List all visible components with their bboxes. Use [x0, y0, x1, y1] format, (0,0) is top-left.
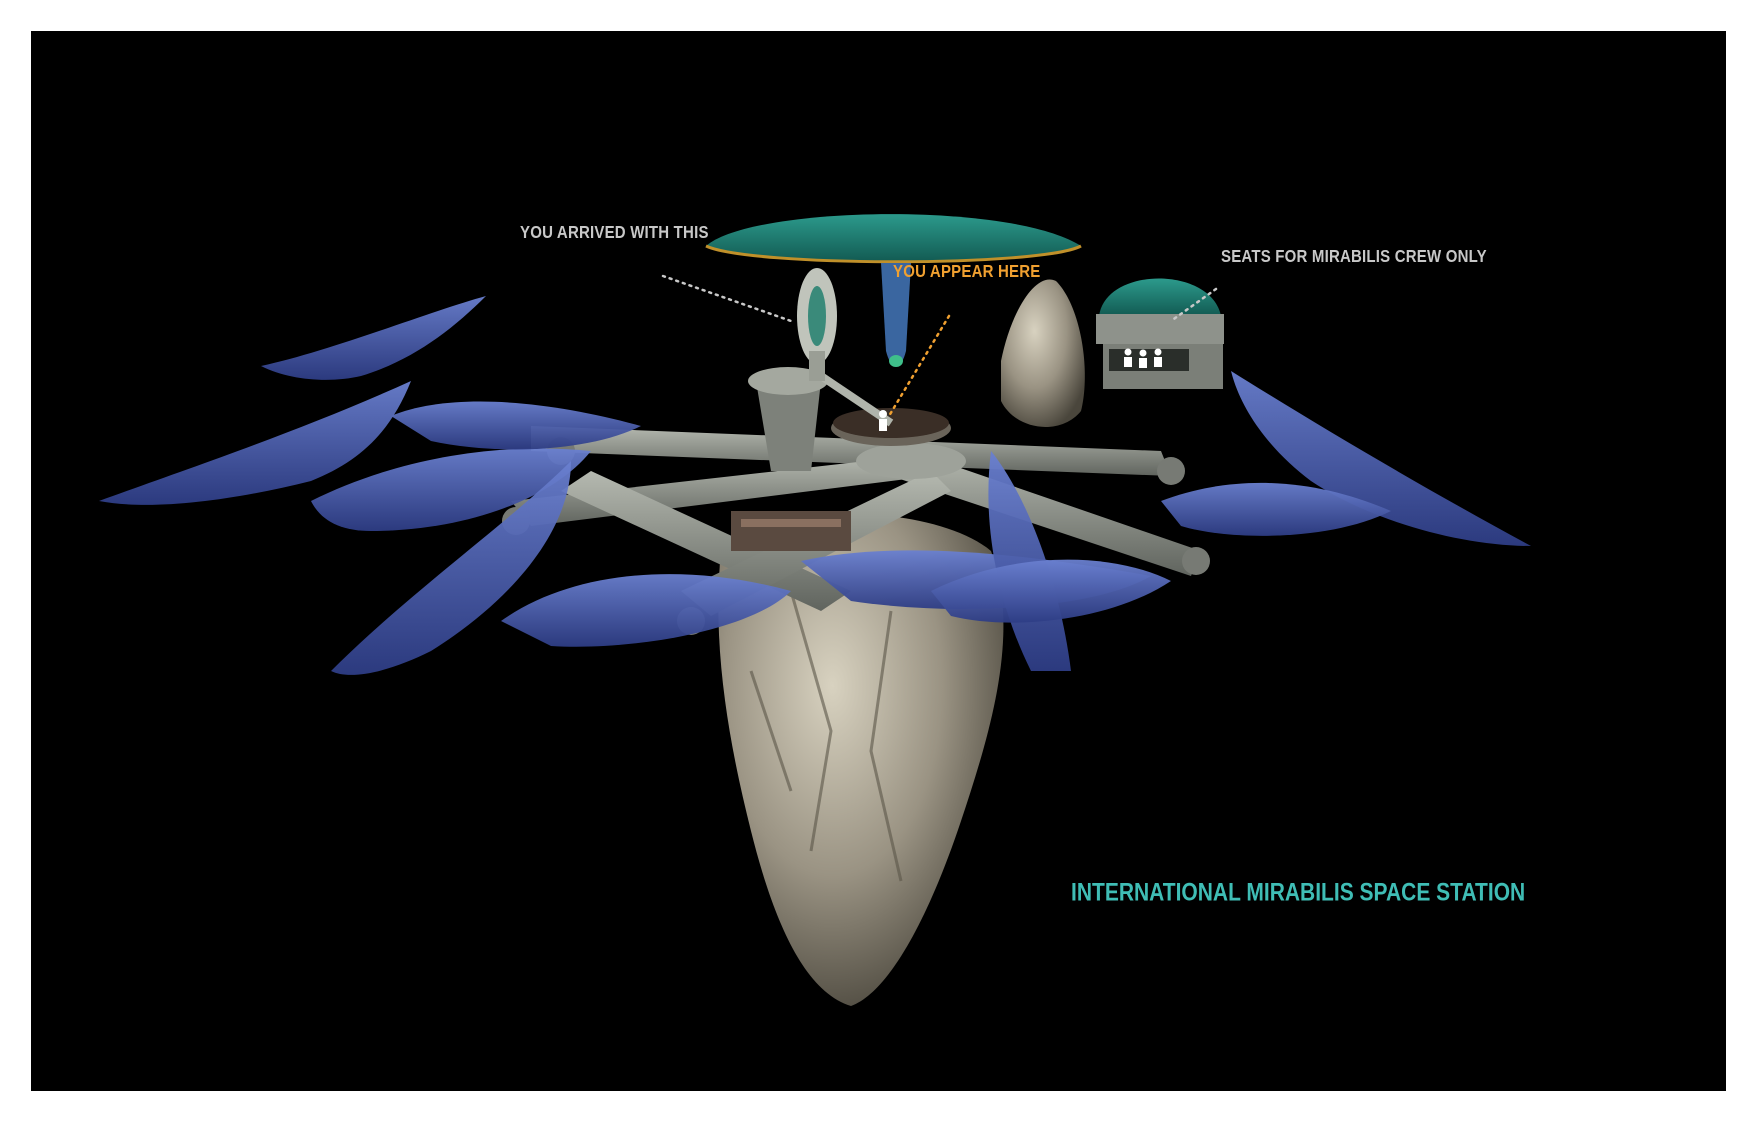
- callout-lines: [661, 274, 1218, 418]
- scene-frame: YOU ARRIVED WITH THIS YOU APPEAR HERE SE…: [31, 31, 1726, 1091]
- pterosaur-shape: [331, 461, 571, 675]
- floating-rock: [718, 513, 1004, 1006]
- arrived-callout-line: [661, 274, 793, 323]
- pterosaur-shape: [501, 574, 791, 647]
- pterosaur-shape: [311, 448, 591, 531]
- person-icon: [879, 410, 887, 431]
- pterosaur-shape: [261, 296, 486, 380]
- portal-device: [797, 268, 837, 381]
- station-title: INTERNATIONAL MIRABILIS SPACE STATION: [1071, 879, 1526, 907]
- station-scene: [99, 214, 1531, 1006]
- arrival-platform: [748, 367, 951, 471]
- pterosaur-shape: [99, 381, 411, 505]
- seats-callout-line: [1169, 287, 1218, 323]
- crew-dome: [1096, 278, 1224, 389]
- crew-seat-icons: [1124, 348, 1162, 368]
- seats-label: SEATS FOR MIRABILIS CREW ONLY: [1221, 247, 1487, 267]
- small-rock: [1001, 279, 1085, 428]
- main-dome: [705, 214, 1082, 367]
- pterosaur-shape: [391, 401, 641, 450]
- arrived-label: YOU ARRIVED WITH THIS: [520, 223, 709, 243]
- pterosaur-group: [99, 296, 1531, 675]
- pterosaur-shape: [931, 559, 1171, 623]
- appear-label: YOU APPEAR HERE: [893, 262, 1041, 282]
- appear-callout-line: [887, 314, 951, 418]
- pterosaur-shape: [1161, 482, 1391, 536]
